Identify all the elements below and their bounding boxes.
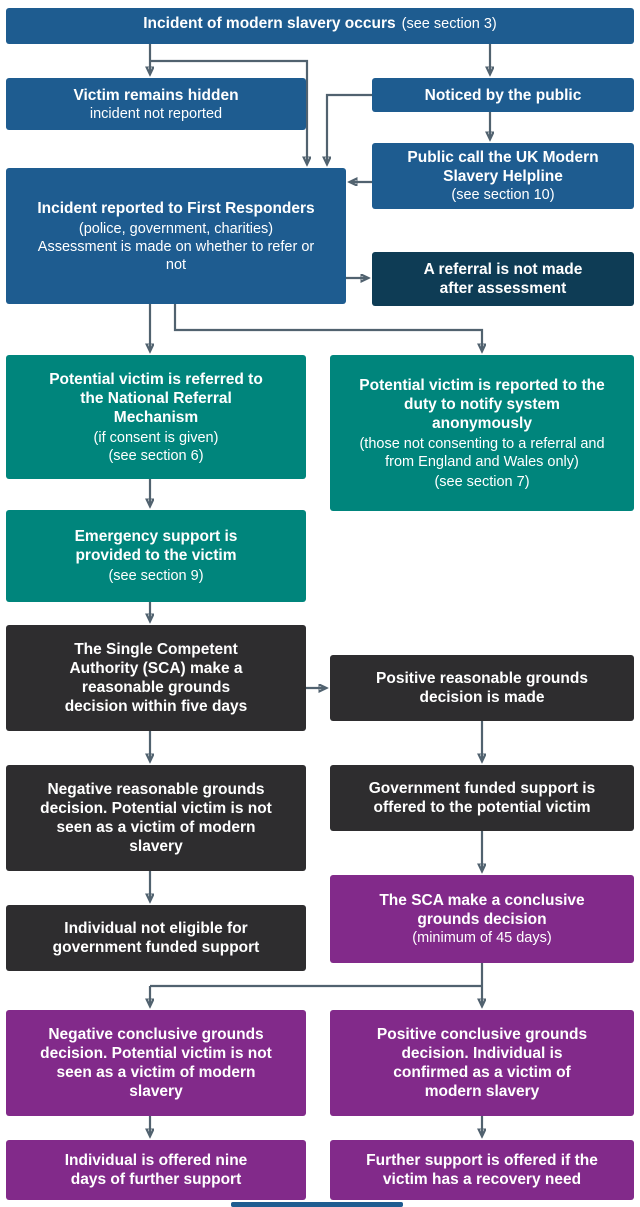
node-sca-conclusive-grounds-decision: The SCA make a conclusive grounds decisi…: [330, 875, 634, 963]
node-not-eligible-for-support: Individual not eligible for government f…: [6, 905, 306, 971]
node-negative-reasonable-grounds: Negative reasonable grounds decision. Po…: [6, 765, 306, 871]
node-positive-reasonable-grounds: Positive reasonable grounds decision is …: [330, 655, 634, 721]
node-title: Emergency support is provided to the vic…: [74, 528, 238, 564]
node-incident-occurs: Incident of modern slavery occurs (see s…: [6, 8, 634, 44]
node-title: Government funded support is offered to …: [368, 780, 596, 816]
node-title: Negative reasonable grounds decision. Po…: [40, 781, 272, 855]
node-emergency-support: Emergency support is provided to the vic…: [6, 510, 306, 602]
node-title: The SCA make a conclusive grounds decisi…: [379, 892, 585, 928]
arrow-noticed-to-first-responders: [327, 93, 372, 164]
node-further-support-recovery-need: Further support is offered if the victim…: [330, 1140, 634, 1200]
node-title: Noticed by the public: [424, 86, 582, 104]
cutoff-box-partial: [231, 1202, 403, 1207]
node-note: (if consent is given): [93, 429, 219, 446]
node-note: (police, government, charities): [78, 220, 274, 237]
node-title: Incident reported to First Responders: [37, 199, 315, 217]
node-title: Positive conclusive grounds decision. In…: [376, 1026, 588, 1100]
arrow-first-responders-to-duty-to-notify: [173, 304, 482, 351]
node-title: The Single Competent Authority (SCA) mak…: [64, 641, 248, 715]
node-incident-reported-first-responders: Incident reported to First Responders (p…: [6, 168, 346, 304]
node-note: incident not reported: [89, 105, 223, 122]
node-noticed-by-public: Noticed by the public: [372, 78, 634, 112]
node-note: (see section 6): [108, 447, 204, 464]
node-title: Individual not eligible for government f…: [52, 920, 260, 956]
node-note: (see section 9): [108, 568, 204, 584]
node-note: Assessment is made on whether to refer o…: [37, 238, 315, 273]
node-title: Positive reasonable grounds decision is …: [376, 670, 588, 706]
node-note: (those not consenting to a referral and …: [359, 435, 605, 470]
node-title: A referral is not made after assessment: [423, 261, 583, 297]
node-nine-days-further-support: Individual is offered nine days of furth…: [6, 1140, 306, 1200]
node-government-funded-support: Government funded support is offered to …: [330, 765, 634, 831]
node-title: Potential victim is reported to the duty…: [359, 376, 605, 432]
node-victim-remains-hidden: Victim remains hidden incident not repor…: [6, 78, 306, 130]
node-title: Incident of modern slavery occurs: [143, 15, 396, 32]
node-negative-conclusive-grounds: Negative conclusive grounds decision. Po…: [6, 1010, 306, 1116]
node-referred-to-nrm: Potential victim is referred to the Nati…: [6, 355, 306, 479]
arrow-incident-branch-to-first-responders: [150, 59, 307, 164]
node-title: Public call the UK Modern Slavery Helpli…: [407, 149, 599, 185]
node-duty-to-notify: Potential victim is reported to the duty…: [330, 355, 634, 511]
node-title: Victim remains hidden: [73, 86, 239, 104]
node-note: (see section 7): [434, 473, 530, 490]
node-positive-conclusive-grounds: Positive conclusive grounds decision. In…: [330, 1010, 634, 1116]
node-note: (minimum of 45 days): [412, 930, 552, 946]
node-note: (see section 10): [451, 187, 555, 203]
node-note: (see section 3): [401, 16, 497, 32]
node-public-call-helpline: Public call the UK Modern Slavery Helpli…: [372, 143, 634, 209]
node-title: Potential victim is referred to the Nati…: [49, 370, 263, 426]
node-title: Negative conclusive grounds decision. Po…: [40, 1026, 272, 1100]
node-sca-reasonable-grounds-decision: The Single Competent Authority (SCA) mak…: [6, 625, 306, 731]
node-referral-not-made: A referral is not made after assessment: [372, 252, 634, 306]
node-title: Individual is offered nine days of furth…: [64, 1152, 248, 1188]
node-title: Further support is offered if the victim…: [366, 1152, 598, 1188]
